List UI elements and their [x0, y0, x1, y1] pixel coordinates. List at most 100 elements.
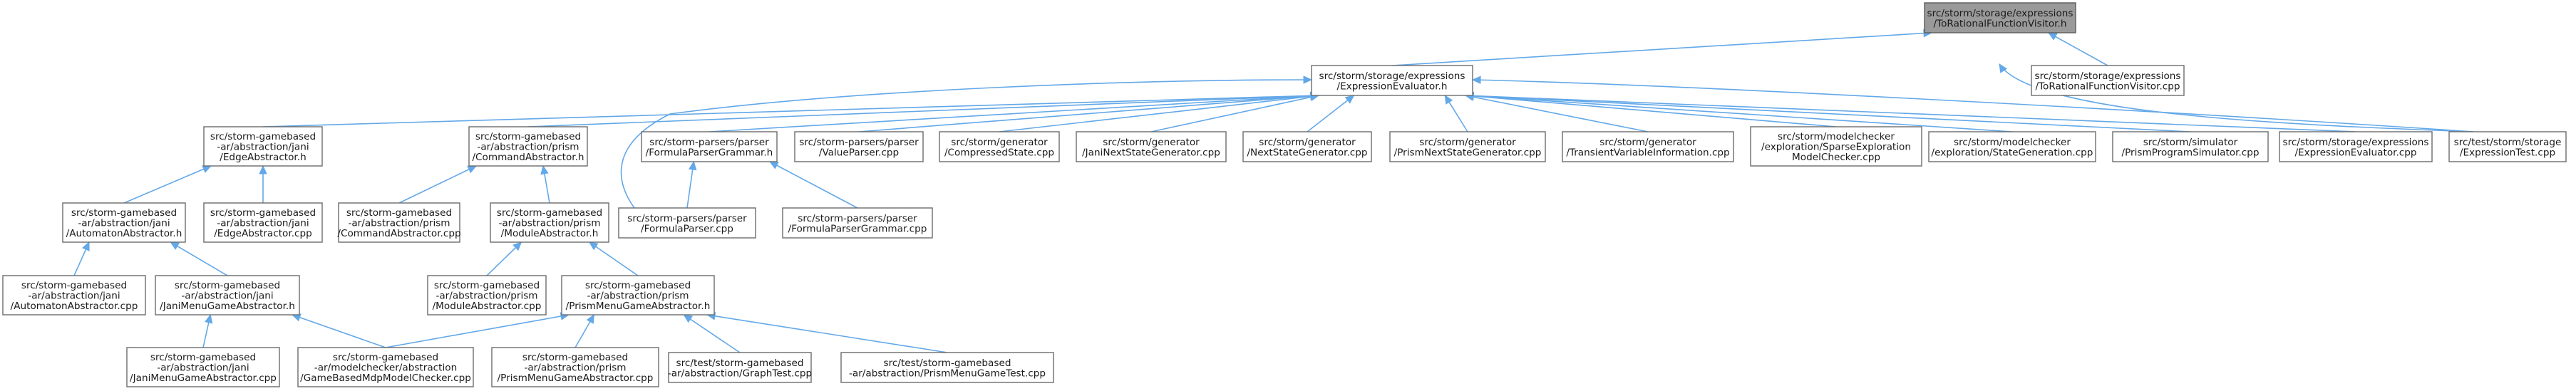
node-label-line: src/storm-gamebased	[522, 352, 628, 363]
graph-node[interactable]: src/storm-parsers/parser/FormulaParser.c…	[618, 207, 756, 239]
node-box	[1562, 131, 1734, 162]
node-box	[126, 347, 280, 387]
graph-node[interactable]: src/storm/storage/expressions/Expression…	[1311, 65, 1473, 96]
node-box	[2279, 131, 2433, 162]
graph-node[interactable]: src/storm-gamebased-ar/abstraction/jani/…	[2, 275, 146, 316]
dependency-edge	[527, 95, 1319, 127]
graph-node[interactable]: src/storm/generator/TransientVariableInf…	[1562, 131, 1734, 162]
dependency-edge	[858, 95, 1319, 132]
edge-arrowhead	[1444, 94, 1453, 105]
node-label-line: src/storm-gamebased	[434, 280, 540, 291]
node-label-line: -ar/abstraction/prism	[477, 142, 579, 153]
node-label-line: /JaniMenuGameAbstractor.cpp	[130, 372, 277, 384]
graph-node[interactable]: src/storm/modelchecker/exploration/State…	[1928, 131, 2096, 162]
graph-node[interactable]: src/storm-gamebased-ar/abstraction/prism…	[490, 202, 609, 243]
graph-node[interactable]: src/storm/generator/NextStateGenerator.c…	[1242, 131, 1372, 162]
graph-node[interactable]: src/storm/storage/expressions/ToRational…	[2031, 65, 2185, 96]
node-label-line: src/storm/generator	[1259, 137, 1356, 148]
dependency-edge	[1472, 79, 2474, 132]
node-label-line: /EdgeAbstractor.cpp	[214, 228, 312, 239]
edge-arrowhead	[205, 313, 213, 324]
edge-arrowhead	[467, 165, 478, 174]
dependency-edge	[262, 95, 1319, 127]
graph-node[interactable]: src/storm-gamebased-ar/abstraction/prism…	[561, 275, 715, 316]
node-label-line: src/test/storm-gamebased	[676, 358, 804, 369]
graph-node-root[interactable]: src/storm/storage/expressions/ToRational…	[1924, 2, 2076, 33]
graph-node[interactable]: src/storm-gamebased-ar/abstraction/prism…	[468, 126, 588, 167]
node-label-line: src/storm-gamebased	[585, 280, 691, 291]
graph-node[interactable]: src/test/storm-gamebased-ar/abstraction/…	[840, 352, 1054, 383]
graph-node[interactable]: src/storm/modelchecker/exploration/Spars…	[1750, 126, 1922, 167]
edge-arrowhead	[1344, 95, 1355, 104]
graph-node[interactable]: src/storm-gamebased-ar/abstraction/prism…	[337, 202, 461, 243]
dependency-edge	[2048, 32, 2108, 66]
node-label-line: /PrismMenuGameAbstractor.h	[566, 301, 711, 312]
node-label-line: /TransientVariableInformation.cpp	[1566, 147, 1729, 158]
dependency-edge	[620, 79, 1312, 209]
graph-node[interactable]: src/storm-parsers/parser/FormulaParserGr…	[782, 207, 933, 239]
graph-node[interactable]: src/storm-gamebased-ar/abstraction/jani/…	[155, 275, 300, 316]
node-label-line: /JaniMenuGameAbstractor.h	[160, 301, 295, 312]
node-label-line: src/storm-parsers/parser	[798, 213, 917, 224]
graph-node[interactable]: src/storm/simulator/PrismProgramSimulato…	[2112, 131, 2269, 162]
edge-arrowhead	[2047, 32, 2058, 41]
graph-node[interactable]: src/storm-gamebased-ar/modelchecker/abst…	[297, 347, 474, 387]
node-box	[2448, 131, 2567, 162]
node-label-line: src/storm-gamebased	[150, 352, 256, 363]
node-label-line: /ModuleAbstractor.h	[501, 228, 599, 239]
graph-node[interactable]: src/storm-gamebased-ar/abstraction/prism…	[427, 275, 547, 316]
node-label-line: src/storm/generator	[1419, 137, 1516, 148]
dependency-edge	[292, 314, 386, 348]
node-label-line: -ar/abstraction/jani	[78, 218, 170, 229]
node-box	[1242, 131, 1372, 162]
node-box	[641, 131, 778, 162]
node-box	[427, 275, 547, 316]
edge-arrowhead	[259, 165, 267, 174]
dependency-edge	[1150, 95, 1319, 132]
graph-node[interactable]: src/storm/storage/expressions/Expression…	[2279, 131, 2433, 162]
node-label-line: /CommandAbstractor.cpp	[337, 228, 460, 239]
node-label-line: /FormulaParser.cpp	[641, 223, 733, 234]
node-label-line: -ar/abstraction/jani	[157, 363, 249, 374]
dependency-edge	[709, 95, 1319, 132]
graph-node[interactable]: src/storm-gamebased-ar/abstraction/prism…	[491, 347, 659, 387]
dependency-edge	[385, 314, 570, 348]
graph-node[interactable]: src/storm/generator/PrismNextStateGenera…	[1389, 131, 1546, 162]
node-label-line: /CommandAbstractor.h	[472, 152, 584, 163]
node-label-line: src/storm/modelchecker	[1778, 131, 1895, 142]
graph-node[interactable]: src/storm-gamebased-ar/abstraction/jani/…	[126, 347, 280, 387]
dependency-edge	[589, 241, 639, 276]
node-box	[840, 352, 1054, 383]
node-label-line: src/storm/storage/expressions	[2283, 137, 2429, 148]
node-label-line: -ar/abstraction/prism	[524, 363, 626, 374]
node-label-line: src/storm/generator	[1103, 137, 1200, 148]
node-box	[668, 352, 812, 383]
node-box	[1750, 126, 1922, 167]
graph-node[interactable]: src/storm/generator/CompressedState.cpp	[939, 131, 1060, 162]
node-label-line: src/storm/generator	[1599, 137, 1696, 148]
graph-node[interactable]: src/test/storm/storage/ExpressionTest.cp…	[2448, 131, 2567, 162]
node-label-line: /AutomatonAbstractor.h	[66, 228, 182, 239]
node-label-line: /NextStateGenerator.cpp	[1247, 147, 1367, 158]
graph-node[interactable]: src/storm-gamebased-ar/abstraction/jani/…	[62, 202, 186, 243]
node-label-line: src/storm-gamebased	[21, 280, 127, 291]
node-label-line: /ExpressionEvaluator.h	[1337, 80, 1448, 92]
node-box	[468, 126, 588, 167]
edge-arrowhead	[1471, 75, 1481, 85]
graph-node[interactable]: src/storm/generator/JaniNextStateGenerat…	[1076, 131, 1227, 162]
graph-node[interactable]: src/test/storm-gamebased-ar/abstraction/…	[668, 352, 812, 383]
node-box	[2, 275, 146, 316]
graph-node[interactable]: src/storm-parsers/parser/ValueParser.cpp	[794, 131, 924, 162]
node-label-line: src/storm/storage/expressions	[2035, 71, 2181, 82]
node-label-line: /FormulaParserGrammar.h	[646, 147, 773, 158]
dependency-edge	[1465, 95, 1837, 127]
graph-node[interactable]: src/storm-parsers/parser/FormulaParserGr…	[641, 131, 778, 162]
node-label-line: src/storm-gamebased	[175, 280, 280, 291]
edge-arrowhead	[588, 241, 599, 251]
node-label-line: src/storm-gamebased	[71, 207, 177, 219]
node-label-line: -ar/abstraction/jani	[217, 142, 309, 153]
node-label-line: /exploration/SparseExploration	[1761, 142, 1911, 153]
graph-node[interactable]: src/storm-gamebased-ar/abstraction/jani/…	[203, 202, 323, 243]
node-label-line: -ar/modelchecker/abstraction	[314, 363, 457, 374]
graph-node[interactable]: src/storm-gamebased-ar/abstraction/jani/…	[203, 126, 323, 167]
